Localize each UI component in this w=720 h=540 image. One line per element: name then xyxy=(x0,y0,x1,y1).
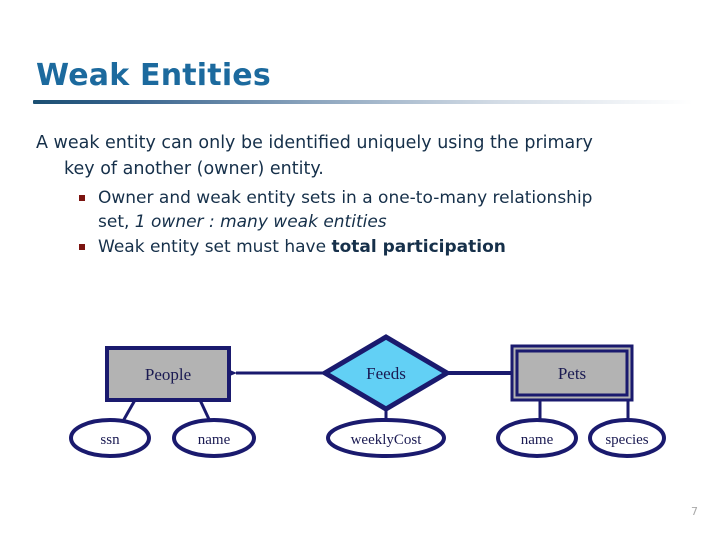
lead-paragraph: A weak entity can only be identified uni… xyxy=(36,130,696,182)
page-title: Weak Entities xyxy=(36,58,271,93)
bullet-list: Owner and weak entity sets in a one-to-m… xyxy=(36,186,696,259)
bullet-1-line-1: Owner and weak entity sets in a one-to-m… xyxy=(98,188,593,208)
bullet-2-text: Weak entity set must have xyxy=(98,237,332,257)
bullet-1-line-2-italic: 1 owner : many weak entities xyxy=(134,212,387,232)
bullet-2-emphasis: total participation xyxy=(331,237,506,257)
entity-people-label: People xyxy=(145,365,191,384)
attribute-weeklycost[interactable]: weeklyCost xyxy=(326,418,446,458)
title-divider-rule xyxy=(33,100,693,104)
attribute-people-name-label: name xyxy=(198,432,231,448)
square-bullet-icon xyxy=(79,244,85,250)
bullet-1-line-2: set, 1 owner : many weak entities xyxy=(98,210,696,234)
entity-pets-label: Pets xyxy=(558,364,586,383)
attribute-ssn-label: ssn xyxy=(100,432,120,448)
square-bullet-icon xyxy=(79,195,85,201)
entity-people[interactable]: People xyxy=(105,346,231,402)
entity-pets[interactable]: Pets xyxy=(510,344,634,402)
lead-line-2: key of another (owner) entity. xyxy=(64,159,324,179)
bullet-item-2: Weak entity set must have total particip… xyxy=(79,235,696,259)
attribute-weeklycost-label: weeklyCost xyxy=(351,432,423,448)
lead-line-1: A weak entity can only be identified uni… xyxy=(36,133,593,153)
page-number: 7 xyxy=(691,505,698,518)
bullet-item-1: Owner and weak entity sets in a one-to-m… xyxy=(79,186,696,234)
attribute-species-label: species xyxy=(605,432,648,448)
er-diagram: People ssn name Feeds weeklyCost Pets xyxy=(0,320,720,480)
relationship-feeds-label: Feeds xyxy=(366,364,406,383)
bullet-1-line-2-prefix: set, xyxy=(98,212,135,232)
relationship-feeds[interactable]: Feeds xyxy=(320,334,452,412)
slide-body: A weak entity can only be identified uni… xyxy=(36,130,696,260)
attribute-species[interactable]: species xyxy=(588,418,666,458)
attribute-people-name[interactable]: name xyxy=(172,418,256,458)
attribute-pets-name[interactable]: name xyxy=(496,418,578,458)
attribute-pets-name-label: name xyxy=(521,432,554,448)
attribute-ssn[interactable]: ssn xyxy=(69,418,151,458)
